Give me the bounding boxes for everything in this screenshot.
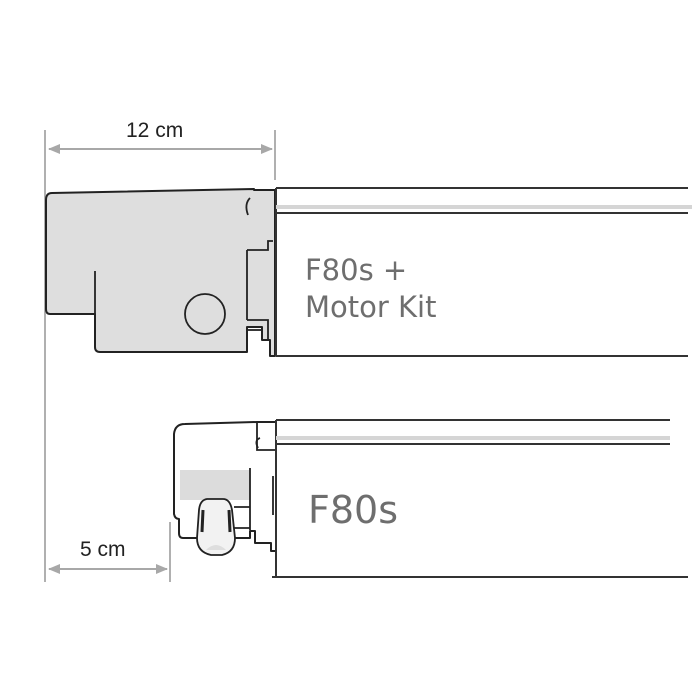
product-label-motor-kit-line1: F80s + — [305, 253, 408, 287]
motor-knob-icon — [184, 293, 226, 335]
f80s-endcap-details — [234, 422, 276, 530]
crank-handle-icon — [196, 498, 236, 556]
motor-kit-housing — [45, 188, 276, 357]
dimension-label-12cm: 12 cm — [126, 119, 184, 142]
f80s-endcap-label-area — [180, 470, 250, 500]
product-label-motor-kit-line2: Motor Kit — [305, 290, 437, 324]
motor-kit-details — [94, 189, 273, 340]
bottom-awning-case — [272, 419, 688, 578]
dimension-label-5cm: 5 cm — [80, 538, 126, 561]
top-awning-case — [275, 187, 688, 357]
product-label-f80s: F80s — [308, 488, 399, 532]
